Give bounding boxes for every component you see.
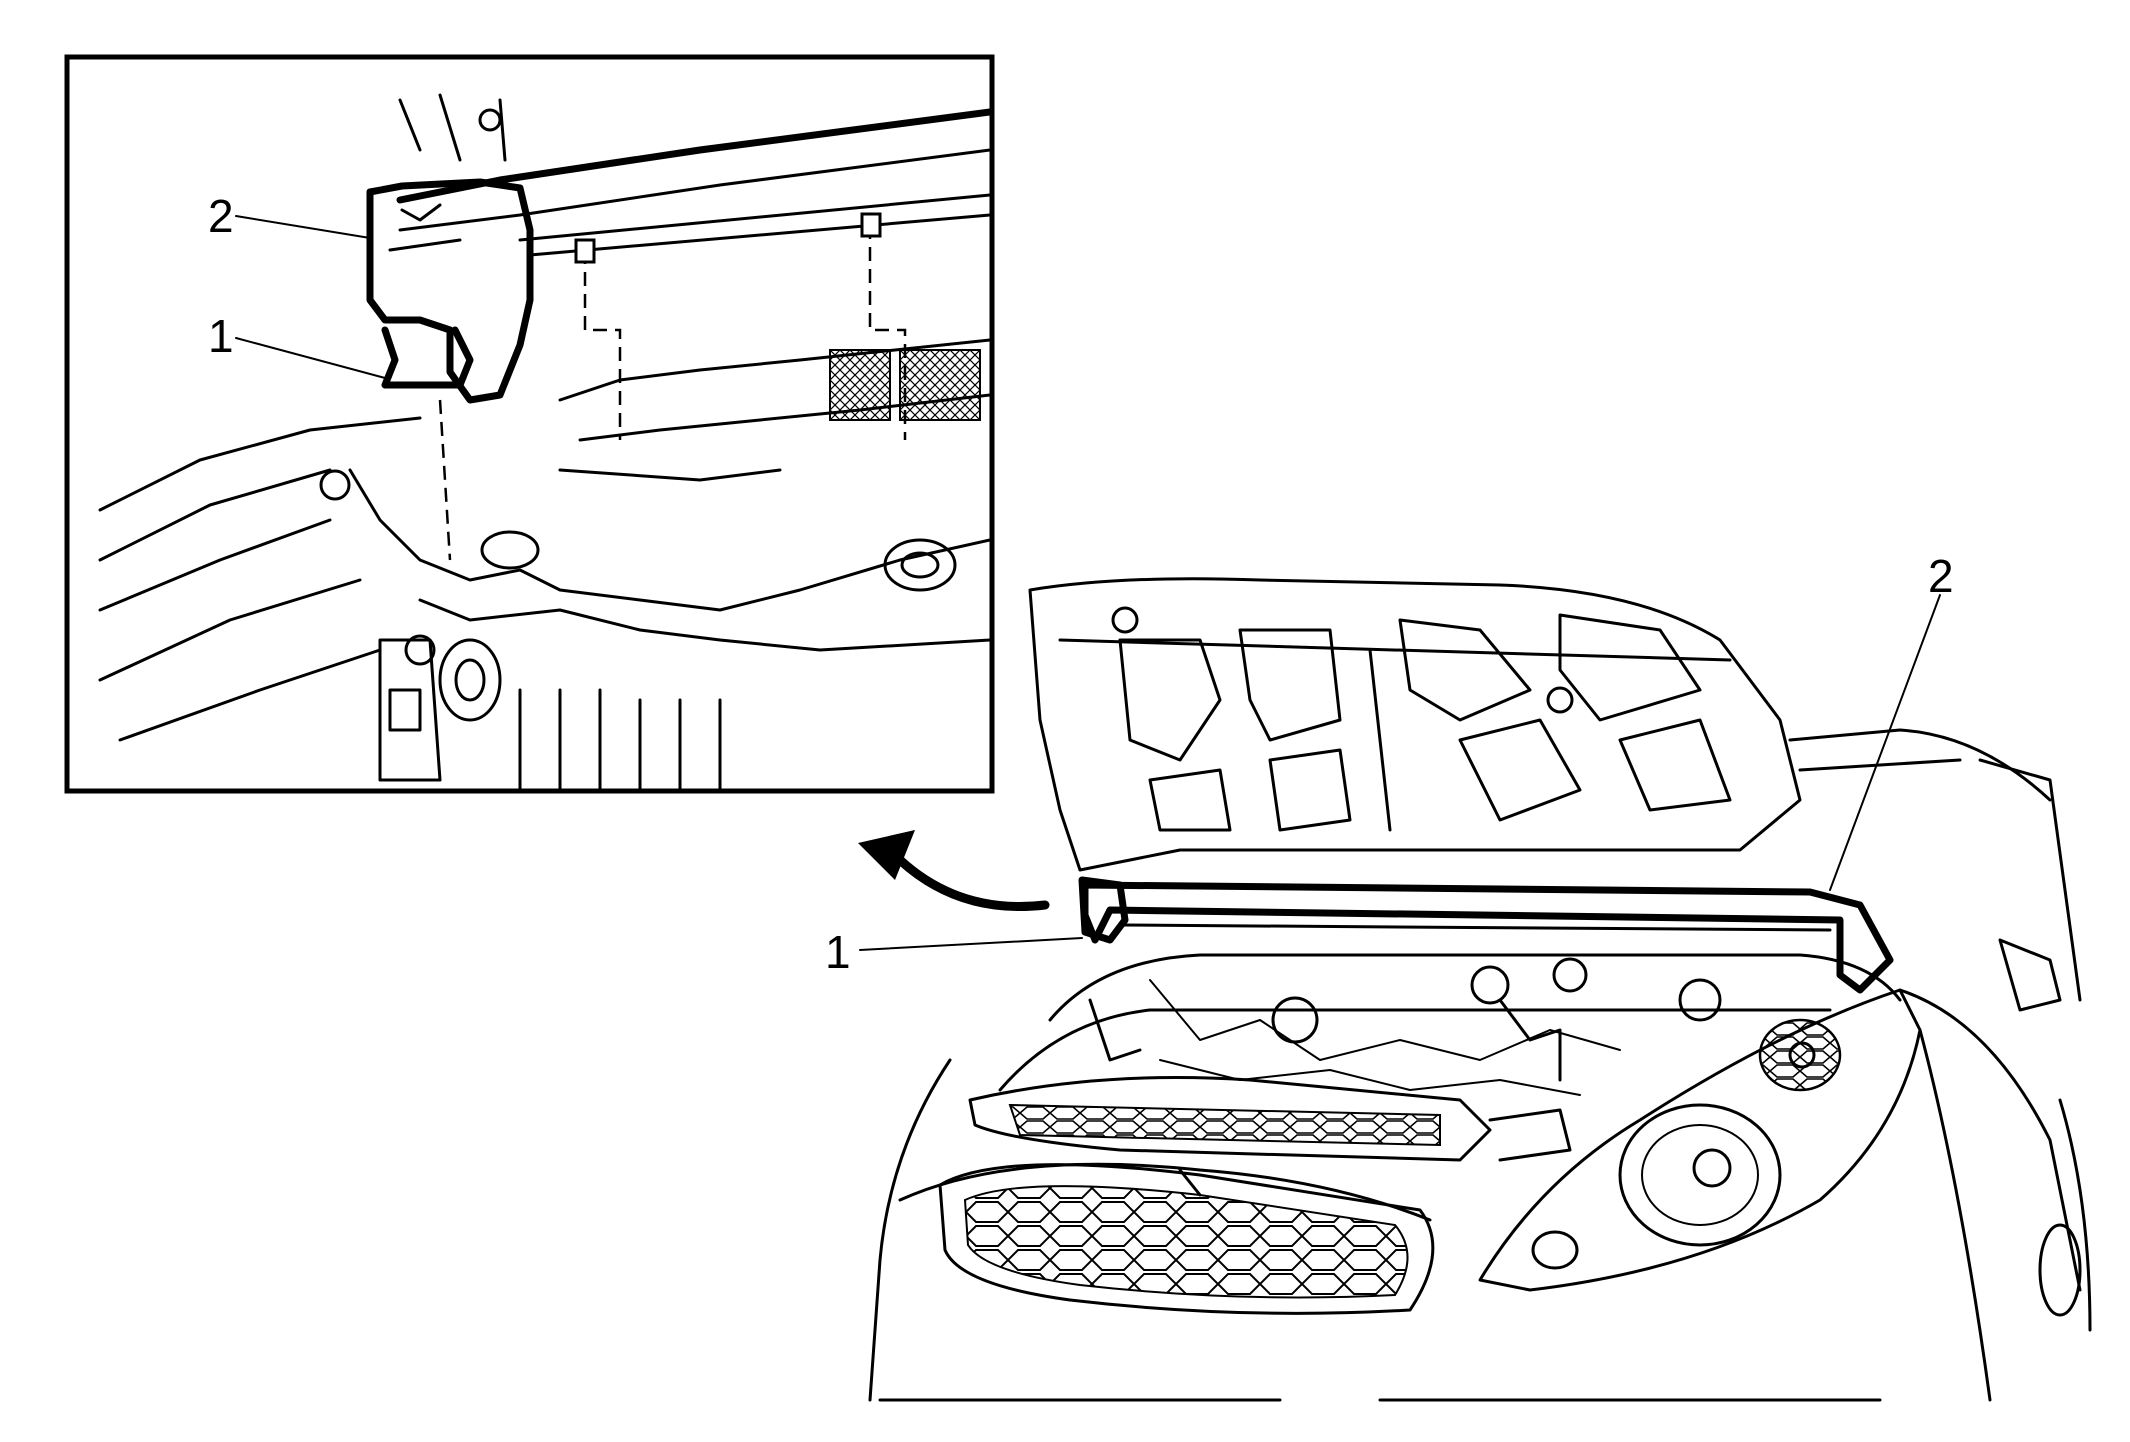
callout-1-detail: 1 xyxy=(208,310,234,362)
headlamp xyxy=(1478,988,1922,1292)
detail-inset: 2 1 xyxy=(64,54,995,794)
detail-inset-frame xyxy=(64,54,995,794)
callout-2-main: 2 xyxy=(1928,550,1954,602)
detail-drawing xyxy=(98,93,990,789)
cowl-panel-rail xyxy=(1081,881,1894,994)
hood xyxy=(1028,577,1802,872)
vehicle-view xyxy=(859,577,2092,1402)
callout-2-detail: 2 xyxy=(208,190,234,242)
callout-1-main: 1 xyxy=(825,926,851,978)
curved-arrow-icon xyxy=(858,830,1050,912)
cowl-bracket xyxy=(1078,876,1129,944)
